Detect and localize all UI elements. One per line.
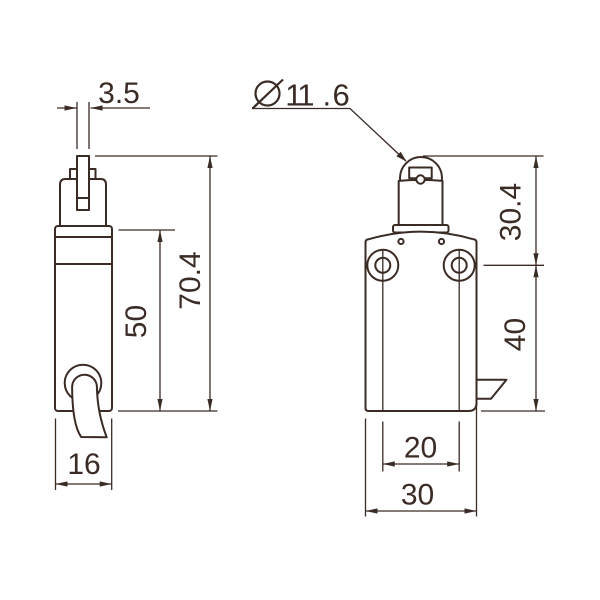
svg-text:50: 50	[120, 305, 153, 338]
svg-text:40: 40	[499, 318, 532, 351]
svg-text:11.6: 11.6	[285, 78, 349, 113]
svg-text:30.4: 30.4	[495, 183, 528, 241]
svg-text:3.5: 3.5	[98, 77, 140, 110]
svg-text:70.4: 70.4	[174, 251, 207, 309]
svg-text:16: 16	[67, 448, 100, 481]
svg-text:30: 30	[401, 479, 434, 512]
svg-text:20: 20	[404, 432, 437, 465]
